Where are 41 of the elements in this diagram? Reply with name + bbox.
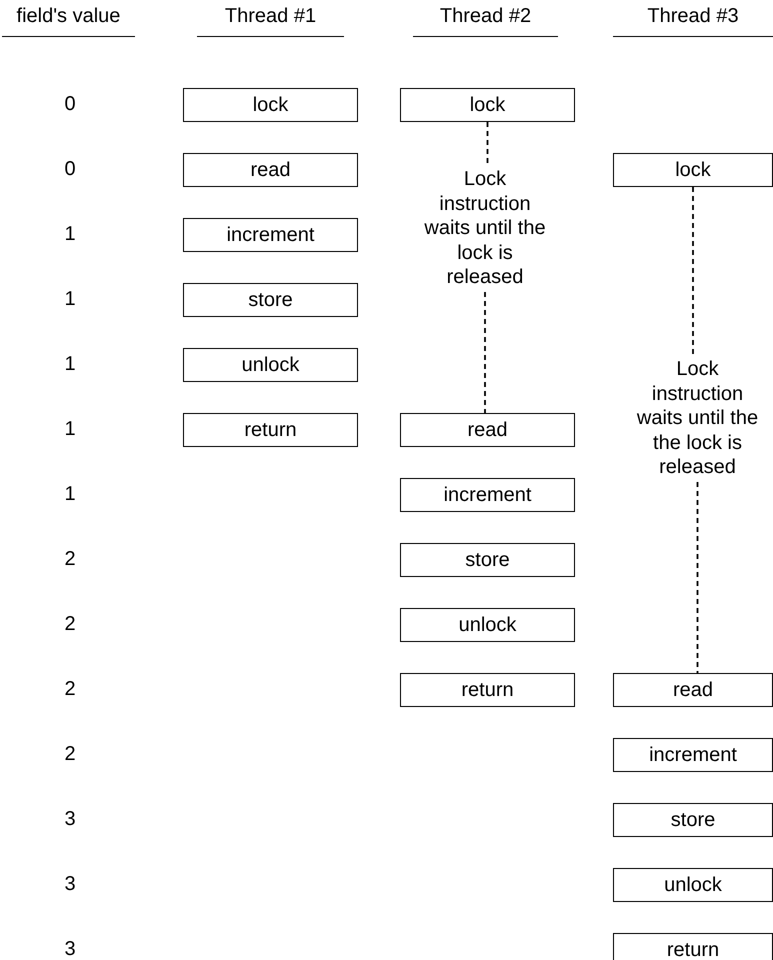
column-header: Thread #2	[413, 5, 558, 37]
value-label: 0	[63, 158, 77, 181]
step-box: return	[183, 413, 358, 447]
value-label: 3	[63, 873, 77, 896]
value-label: 3	[63, 808, 77, 831]
value-label: 1	[63, 223, 77, 246]
step-box: lock	[400, 88, 575, 122]
column-header: Thread #1	[197, 5, 344, 37]
step-box: return	[613, 933, 773, 960]
step-box: unlock	[613, 868, 773, 902]
value-label: 1	[63, 288, 77, 311]
step-box: increment	[400, 478, 575, 512]
dashed-line	[696, 482, 698, 673]
step-box: read	[400, 413, 575, 447]
step-box: increment	[183, 218, 358, 252]
step-box: increment	[613, 738, 773, 772]
value-label: 2	[63, 548, 77, 571]
value-label: 2	[63, 743, 77, 766]
step-box: unlock	[183, 348, 358, 382]
value-label: 1	[63, 418, 77, 441]
dashed-line	[484, 292, 486, 413]
step-box: lock	[183, 88, 358, 122]
column-header: field's value	[2, 5, 135, 37]
note-text: Lock instruction waits until the the lock is released	[630, 357, 765, 482]
step-box: unlock	[400, 608, 575, 642]
dashed-line	[692, 187, 694, 357]
value-label: 2	[63, 613, 77, 636]
value-label: 1	[63, 483, 77, 506]
step-box: store	[613, 803, 773, 837]
value-label: 3	[63, 938, 77, 960]
step-box: read	[613, 673, 773, 707]
column-header: Thread #3	[613, 5, 773, 37]
step-box: read	[183, 153, 358, 187]
note-text: Lock instruction waits until the lock is released	[420, 167, 550, 292]
value-label: 0	[63, 93, 77, 116]
step-box: store	[400, 543, 575, 577]
value-label: 1	[63, 353, 77, 376]
value-label: 2	[63, 678, 77, 701]
step-box: lock	[613, 153, 773, 187]
step-box: return	[400, 673, 575, 707]
step-box: store	[183, 283, 358, 317]
